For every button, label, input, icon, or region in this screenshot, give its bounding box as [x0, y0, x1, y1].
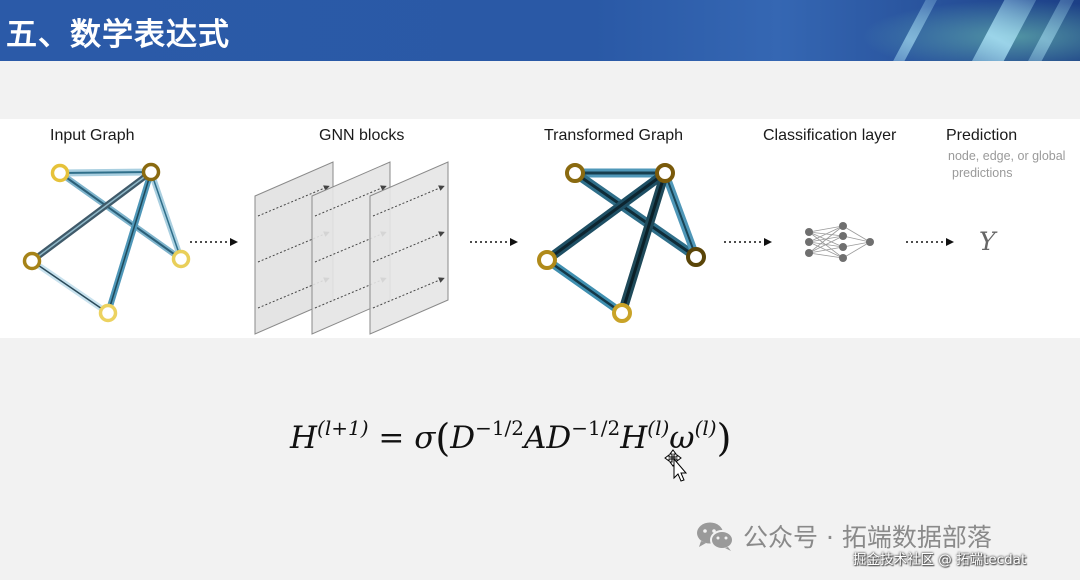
wechat-watermark: 公众号 · 拓端数据部落 — [695, 518, 992, 554]
formula-h-l: H — [620, 420, 648, 456]
input-graph-nodes — [22, 162, 191, 323]
formula-superscript-l: (l) — [647, 416, 670, 440]
transformed-graph — [537, 163, 706, 323]
formula-right-paren: ) — [716, 416, 732, 460]
stage-label-input-graph: Input Graph — [50, 127, 135, 144]
prediction-note-line1: node, edge, or global — [948, 149, 1066, 163]
gcn-propagation-formula: H(l+1) = σ(D−1/2AD−1/2H(l)ω(l)) — [290, 413, 732, 460]
formula-h: H — [290, 420, 318, 456]
formula-a: A — [524, 420, 547, 456]
formula-d: D — [546, 420, 572, 456]
transformed-graph-nodes — [537, 163, 706, 323]
formula-left-paren: ( — [435, 416, 451, 460]
juejin-watermark: 掘金技术社区 @ 拓端tecdat — [853, 552, 1027, 568]
classification-network-icon — [805, 222, 874, 262]
gnn-block-3 — [369, 161, 449, 335]
prediction-output-symbol: Y — [979, 227, 998, 256]
gnn-blocks — [254, 161, 449, 335]
formula-superscript-l-plus-1: (l+1) — [317, 416, 369, 440]
slide-title: 五、数学表达式 — [6, 17, 230, 53]
move-cursor-icon — [664, 449, 688, 482]
input-graph-edges — [29, 168, 184, 316]
watermark-text: 公众号 · 拓端数据部落 — [743, 523, 992, 552]
transformed-graph-edges — [542, 168, 701, 318]
formula-exponent-neg-half: −1/2 — [475, 416, 525, 440]
formula-superscript-l: (l) — [694, 416, 717, 440]
wechat-icon — [697, 522, 734, 551]
prediction-note-line2: predictions — [952, 166, 1013, 180]
stage-label-gnn-blocks: GNN blocks — [319, 127, 405, 144]
formula-sigma: σ — [414, 420, 436, 456]
formula-equals: = — [368, 420, 415, 456]
formula-exponent-neg-half: −1/2 — [571, 416, 621, 440]
stage-label-classification-layer: Classification layer — [763, 127, 897, 144]
slide-header: 五、数学表达式 — [0, 0, 1080, 61]
stage-label-transformed-graph: Transformed Graph — [544, 127, 684, 144]
stage-label-prediction: Prediction — [946, 127, 1018, 144]
formula-d: D — [450, 420, 476, 456]
diagram-band — [0, 119, 1080, 338]
input-graph — [22, 162, 191, 323]
